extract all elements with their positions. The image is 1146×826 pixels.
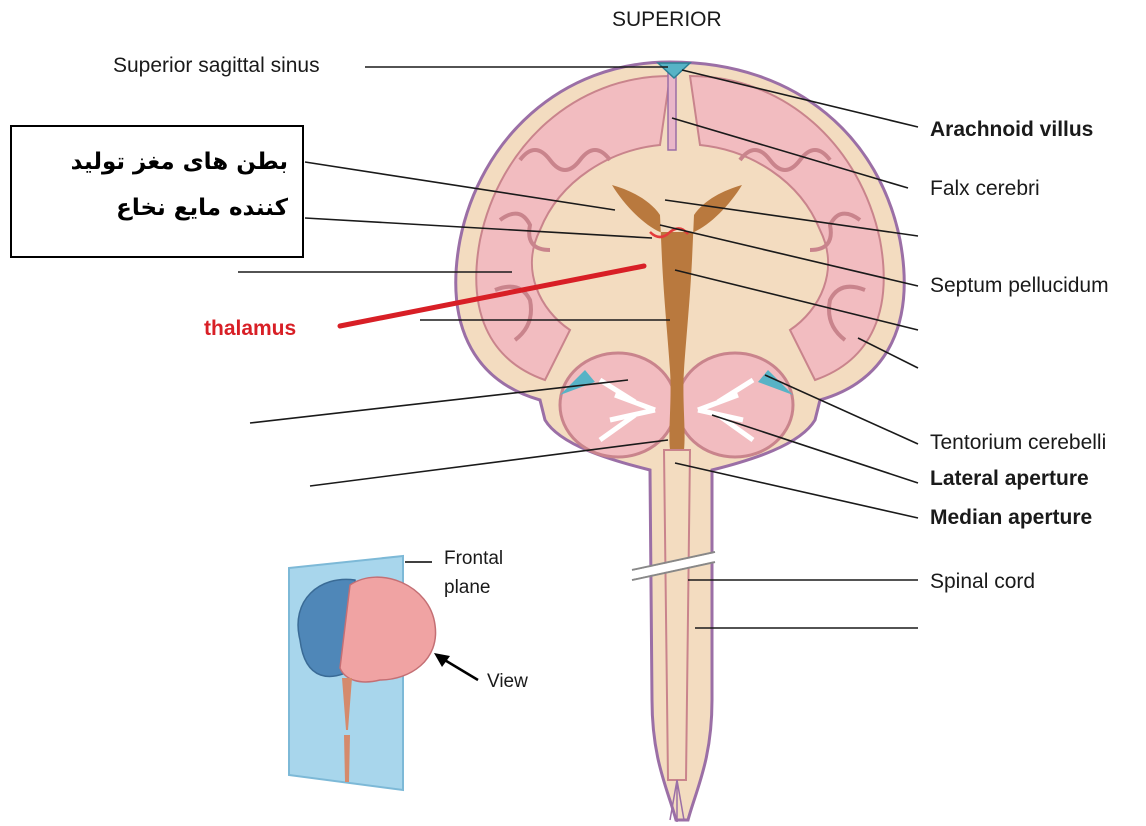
- inset-spinal-cord: [344, 735, 350, 782]
- label-septum-pellucidum: Septum pellucidum: [930, 274, 1109, 298]
- view-arrowhead-icon: [434, 653, 450, 667]
- orientation-label-superior: SUPERIOR: [612, 8, 722, 32]
- note-line-2: کننده مایع نخاع: [116, 195, 288, 221]
- persian-note-box: بطن های مغز تولید کننده مایع نخاع: [10, 125, 304, 258]
- inset-brain-front: [340, 577, 436, 682]
- label-tentorium-cerebelli: Tentorium cerebelli: [930, 431, 1106, 455]
- label-lateral-aperture: Lateral aperture: [930, 467, 1089, 491]
- brain-illustration: [456, 62, 904, 822]
- label-arachnoid-villus: Arachnoid villus: [930, 118, 1093, 142]
- note-line-1: بطن های مغز تولید: [71, 149, 288, 175]
- cerebellum-right: [677, 353, 793, 457]
- label-spinal-cord: Spinal cord: [930, 570, 1035, 594]
- inset-label-plane: plane: [444, 576, 491, 600]
- label-thalamus: thalamus: [204, 317, 296, 341]
- inset-label-frontal: Frontal: [444, 547, 503, 571]
- label-falx-cerebri: Falx cerebri: [930, 177, 1040, 201]
- label-median-aperture: Median aperture: [930, 506, 1092, 530]
- label-superior-sagittal-sinus: Superior sagittal sinus: [113, 54, 320, 78]
- spinal-cord: [664, 450, 690, 780]
- inset-label-view: View: [487, 670, 528, 694]
